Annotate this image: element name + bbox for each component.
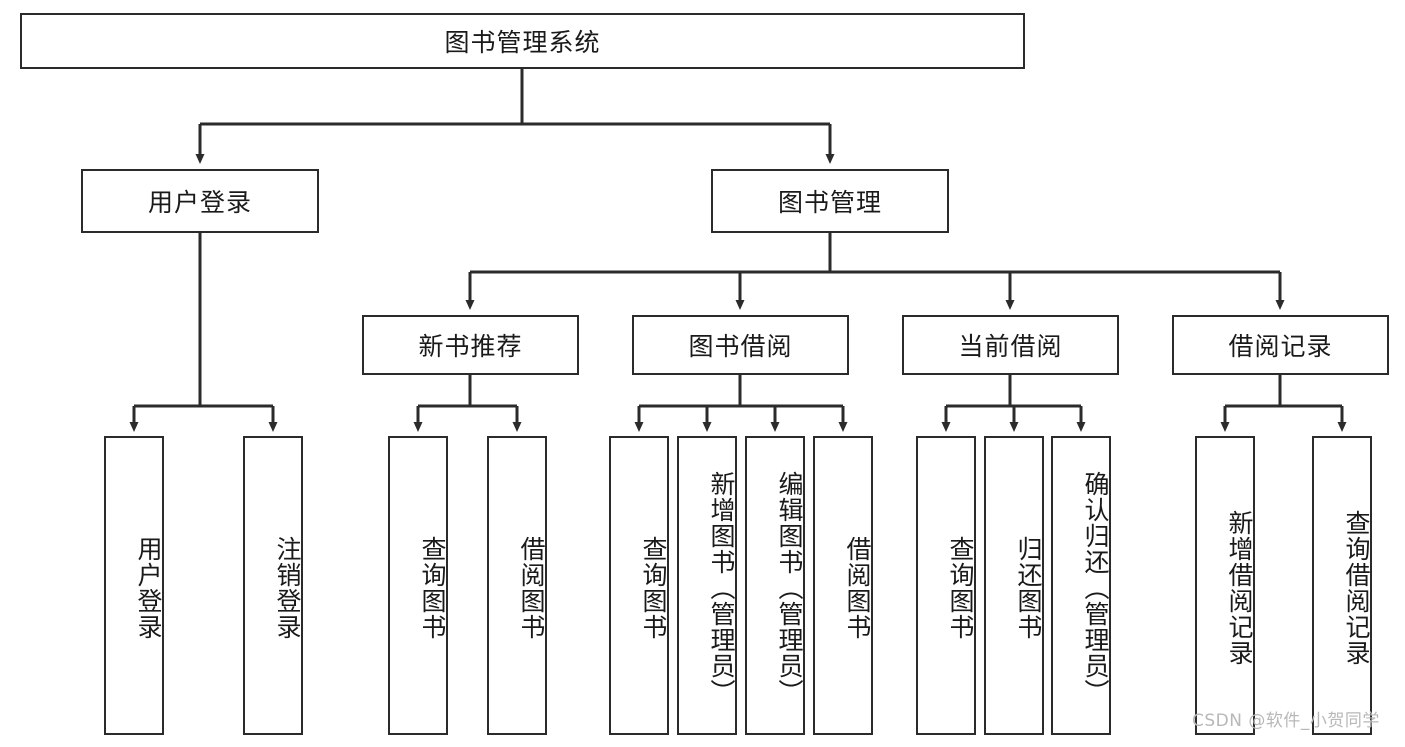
node-root-label: 图书管理系统 [444, 28, 601, 57]
edges-borrow-to-leaves [634, 375, 848, 432]
leaf-add-book-admin[interactable]: 新增图书（管理员） [677, 436, 737, 735]
node-current-borrow-label: 当前借阅 [958, 332, 1063, 361]
leaf-return-book-label: 归还图书 [1014, 535, 1043, 640]
leaf-query-book-borrow[interactable]: 查询图书 [609, 436, 669, 735]
node-root-system[interactable]: 图书管理系统 [20, 13, 1025, 69]
leaf-query-book-recommend[interactable]: 查询图书 [388, 436, 448, 735]
leaf-return-book[interactable]: 归还图书 [984, 436, 1044, 735]
leaf-borrow-book-label: 借阅图书 [843, 535, 872, 640]
node-user-login-label: 用户登录 [147, 188, 252, 217]
edges-root-to-level2 [195, 69, 835, 164]
node-borrow-record[interactable]: 借阅记录 [1172, 315, 1389, 375]
leaf-borrow-book[interactable]: 借阅图书 [813, 436, 873, 735]
node-book-borrow-label: 图书借阅 [688, 332, 793, 361]
leaf-query-book-current-label: 查询图书 [946, 535, 975, 640]
edges-current-to-leaves [941, 375, 1086, 432]
edges-newbook-to-leaves [413, 375, 522, 432]
leaf-add-book-admin-label: 新增图书（管理员） [707, 470, 736, 705]
leaf-query-borrow-record-label: 查询借阅记录 [1342, 509, 1371, 666]
leaf-borrow-book-recommend[interactable]: 借阅图书 [487, 436, 547, 735]
edges-userlogin-to-leaves [129, 233, 278, 432]
leaf-query-book-borrow-label: 查询图书 [639, 535, 668, 640]
leaf-add-borrow-record[interactable]: 新增借阅记录 [1195, 436, 1255, 735]
node-current-borrow[interactable]: 当前借阅 [902, 315, 1119, 375]
leaf-logout[interactable]: 注销登录 [243, 436, 303, 735]
leaf-user-login[interactable]: 用户登录 [104, 436, 164, 735]
edges-record-to-leaves [1220, 375, 1347, 432]
leaf-edit-book-admin[interactable]: 编辑图书（管理员） [745, 436, 805, 735]
leaf-logout-label: 注销登录 [273, 535, 302, 640]
node-user-login[interactable]: 用户登录 [81, 169, 319, 233]
node-book-management[interactable]: 图书管理 [711, 169, 949, 233]
leaf-confirm-return-admin-label: 确认归还（管理员） [1081, 470, 1110, 705]
node-new-book-recommend-label: 新书推荐 [418, 332, 523, 361]
node-book-borrow[interactable]: 图书借阅 [632, 315, 849, 375]
leaf-edit-book-admin-label: 编辑图书（管理员） [775, 470, 804, 705]
leaf-query-book-recommend-label: 查询图书 [418, 535, 447, 640]
leaf-add-borrow-record-label: 新增借阅记录 [1225, 509, 1254, 666]
leaf-user-login-label: 用户登录 [134, 535, 163, 640]
leaf-confirm-return-admin[interactable]: 确认归还（管理员） [1051, 436, 1111, 735]
leaf-borrow-book-recommend-label: 借阅图书 [517, 535, 546, 640]
edges-bookmgmt-to-level3 [465, 233, 1285, 310]
node-book-management-label: 图书管理 [777, 188, 882, 217]
leaf-query-book-current[interactable]: 查询图书 [916, 436, 976, 735]
node-new-book-recommend[interactable]: 新书推荐 [362, 315, 579, 375]
leaf-query-borrow-record[interactable]: 查询借阅记录 [1312, 436, 1372, 735]
node-borrow-record-label: 借阅记录 [1228, 332, 1333, 361]
